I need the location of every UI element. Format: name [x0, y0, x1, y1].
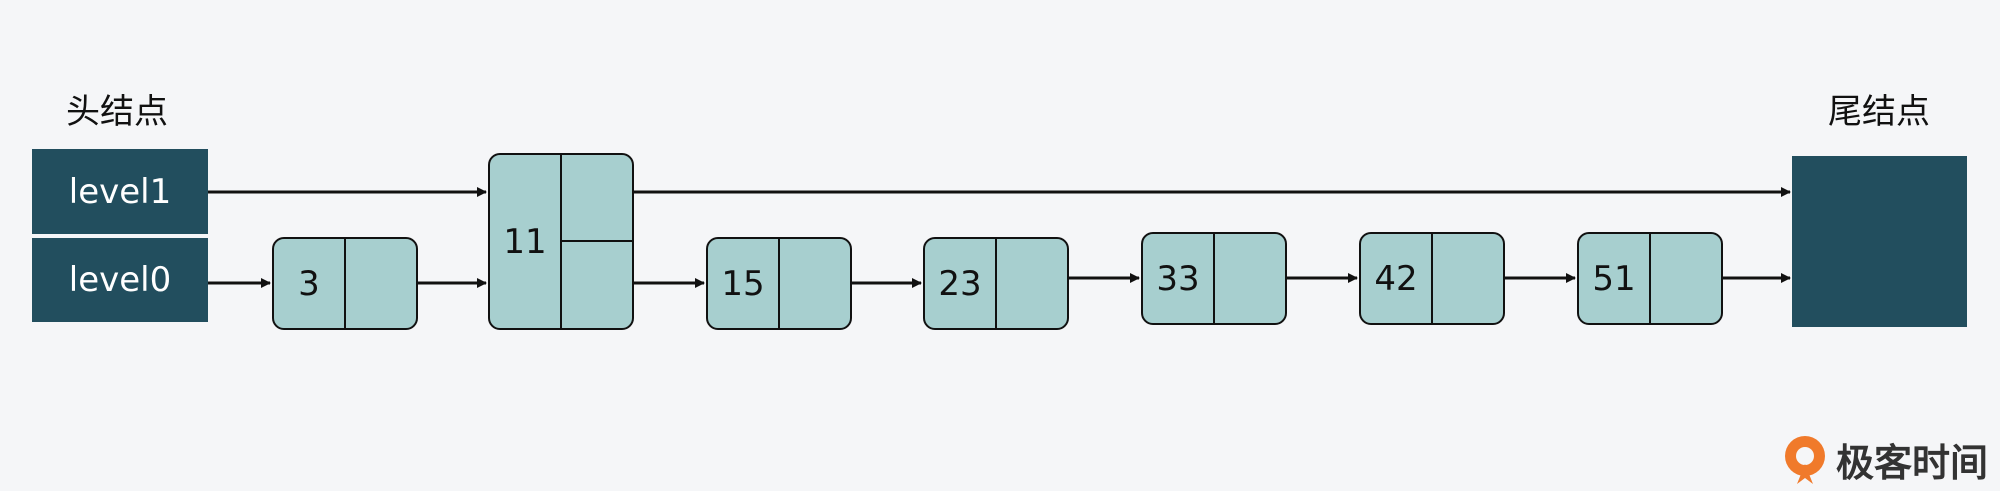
node-value: 3: [274, 239, 346, 328]
list-node-3: 3: [272, 237, 418, 330]
tail-node-label: 尾结点: [1828, 92, 1930, 132]
list-node-42: 42: [1359, 232, 1505, 325]
list-node-23: 23: [923, 237, 1069, 330]
head-level1-box: level1: [32, 149, 208, 234]
head-node-label: 头结点: [66, 92, 168, 132]
geektime-logo-text: 极客时间: [1836, 441, 1989, 485]
list-node-11: 11: [488, 153, 634, 330]
geektime-logo: 极客时间: [1782, 432, 1988, 487]
node-value: 11: [490, 155, 562, 328]
node-value: 15: [708, 239, 780, 328]
node-value: 51: [1579, 234, 1651, 323]
node-value: 42: [1361, 234, 1433, 323]
list-node-51: 51: [1577, 232, 1723, 325]
node-pointer-level1: [562, 155, 632, 242]
node-value: 23: [925, 239, 997, 328]
list-node-33: 33: [1141, 232, 1287, 325]
node-value: 33: [1143, 234, 1215, 323]
list-node-15: 15: [706, 237, 852, 330]
geektime-logo-icon: [1785, 435, 1825, 484]
tail-node-box: [1792, 156, 1967, 327]
head-level0-box: level0: [32, 238, 208, 322]
